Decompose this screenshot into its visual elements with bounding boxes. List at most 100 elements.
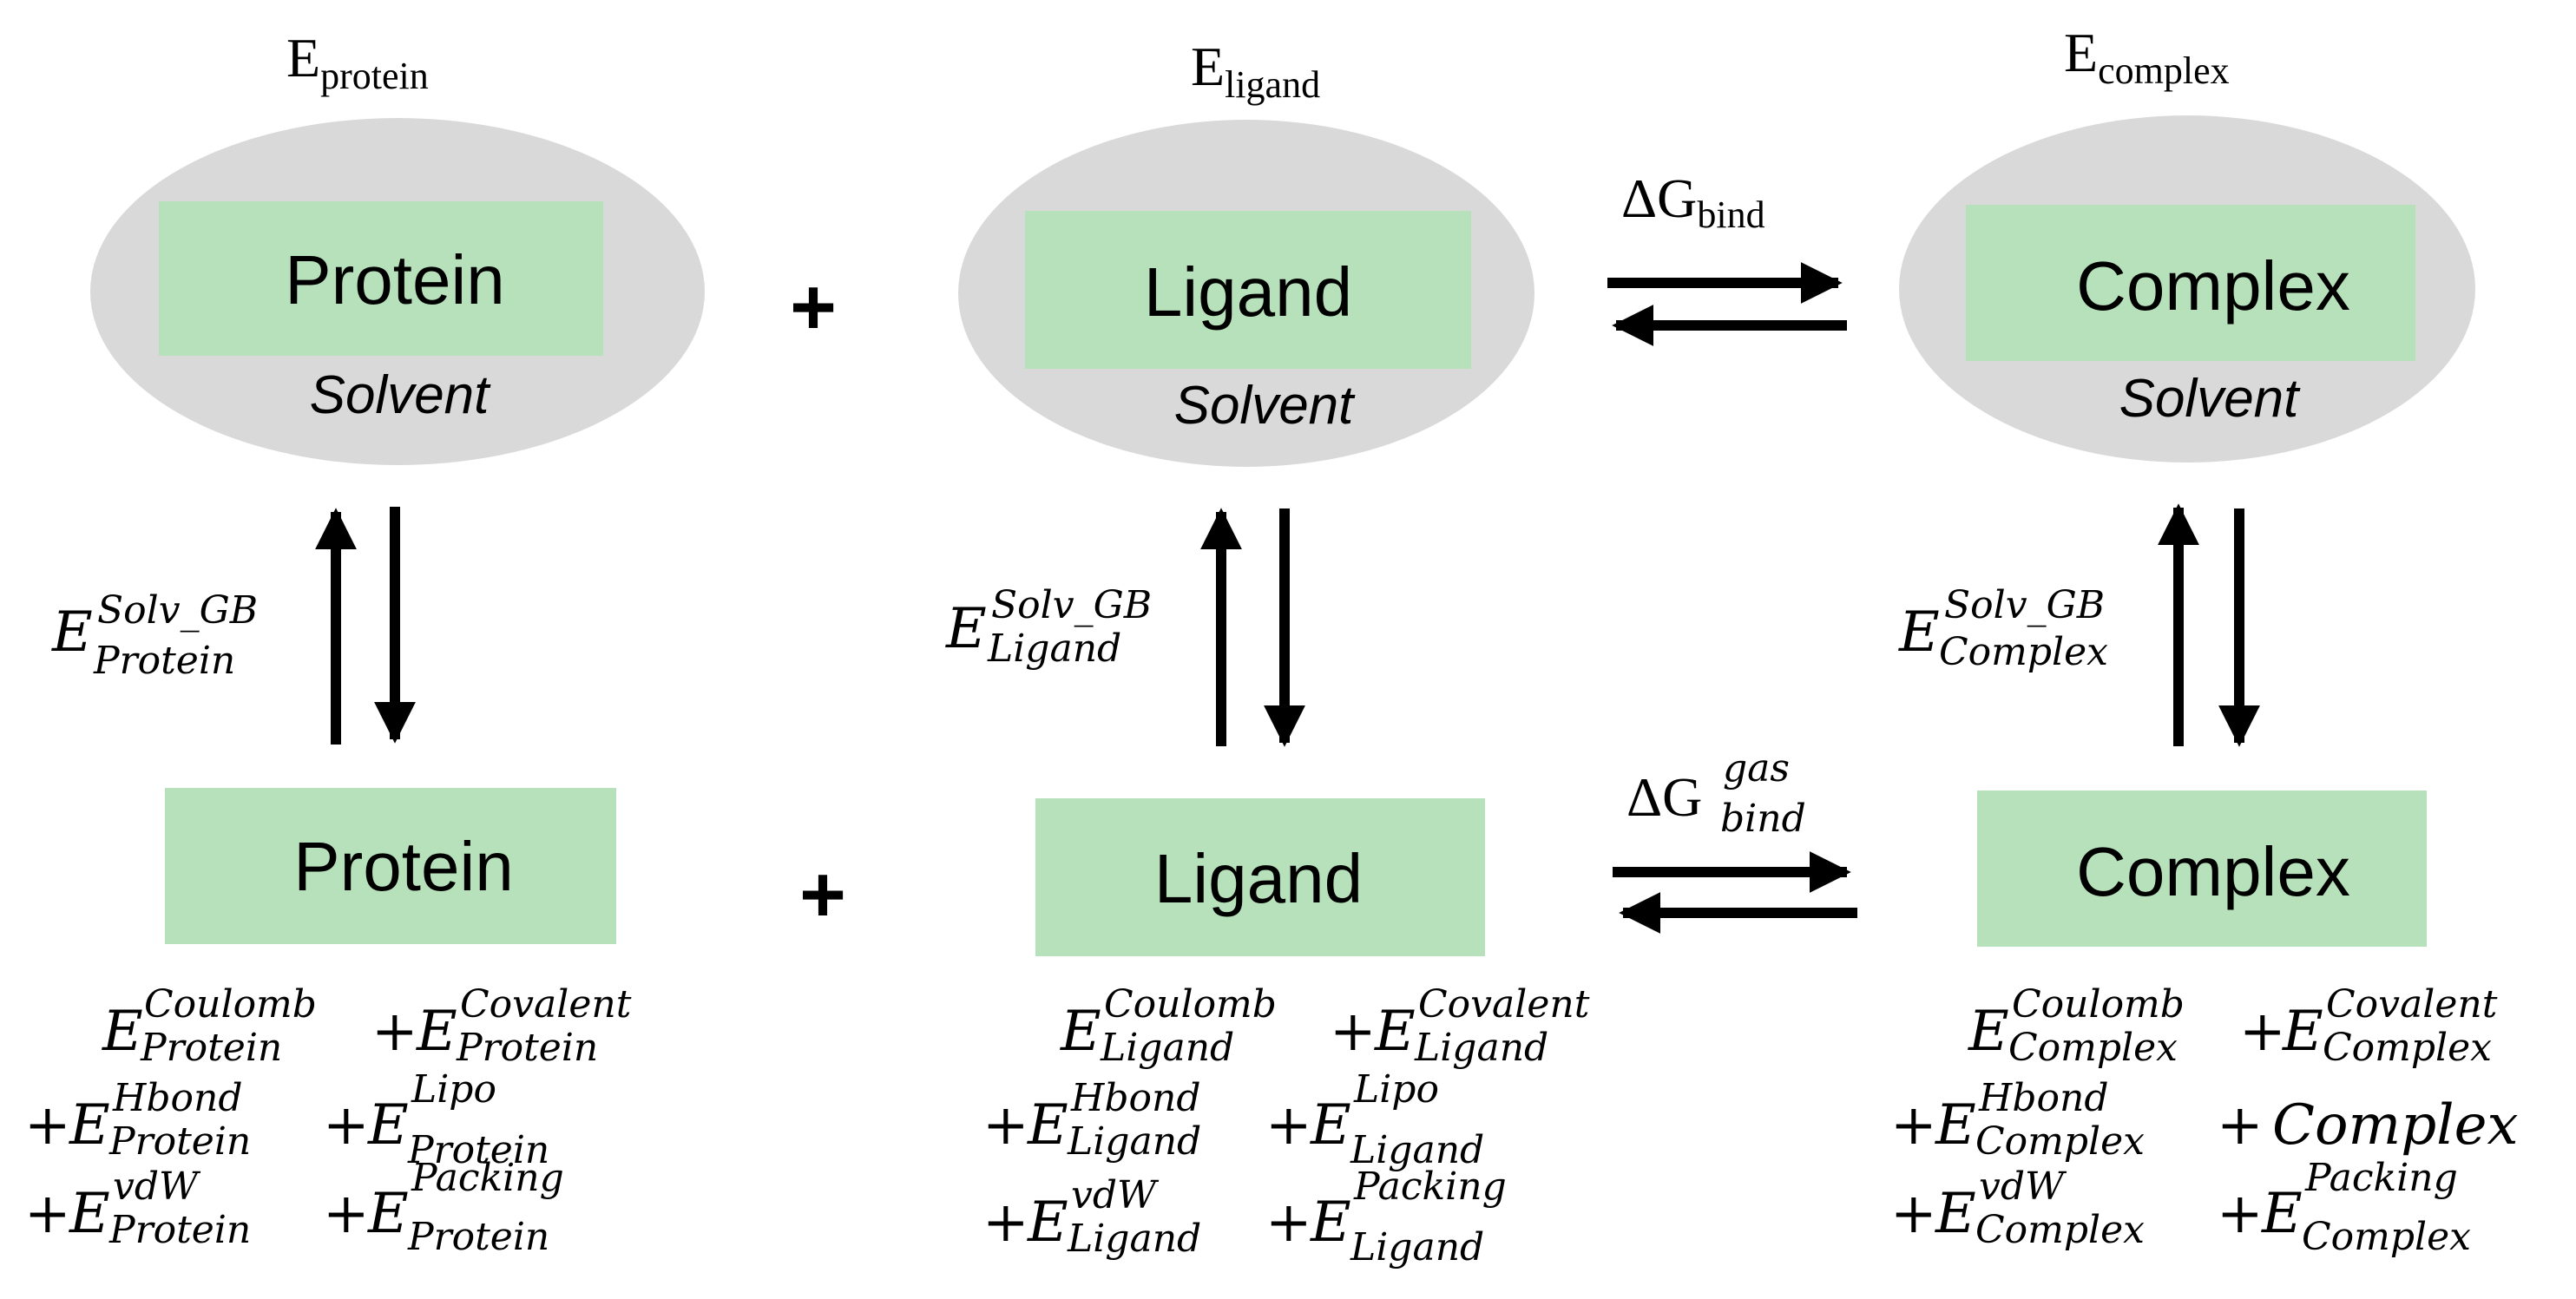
energy-terms-complex: E Coulomb Complex + E Covalent Complex +… [1890,982,2519,1259]
term-e: E [1310,1093,1351,1158]
solvated-complex-node: Complex Solvent [1899,115,2475,463]
term-e: E [69,1182,110,1246]
term-energy-head: E [286,27,320,89]
plus-gas: + [799,850,846,939]
term-vdw-sub: Complex [1975,1208,2145,1252]
gas-protein-box [165,788,616,944]
term-solv-sub: Protein [93,639,235,683]
term-packing-sup: Packing [411,1156,564,1200]
term-lipo-sub: Ligand [1350,1128,1484,1172]
term-e: E [367,1093,409,1158]
energy-header-complex: Ecomplex [2064,22,2230,92]
term-e: E [1898,600,1940,665]
term-coulomb-sub: Ligand [1100,1026,1234,1070]
term-e: E [416,1000,457,1064]
term-plus: + [982,1093,1029,1158]
solvent-label-protein: Solvent [310,365,492,425]
term-hbond-sub: Protein [108,1119,251,1164]
term-vdw-sup: vdW [1979,1165,2067,1209]
energy-header-protein: Eprotein [286,27,429,97]
term-plus: + [323,1182,370,1246]
term-solv-sup: Solv_GB [1944,583,2105,627]
term-lipo-text: Complex [2272,1093,2519,1158]
term-covalent-sup: Covalent [1418,982,1590,1027]
term-e: E [102,1000,143,1064]
term-e: E [367,1182,409,1246]
equilibrium-arrows-gas [1613,851,1857,934]
term-packing-sub: Complex [2302,1215,2471,1259]
energy-terms-ligand: E Coulomb Ligand + E Covalent Ligand + E… [982,982,1590,1269]
term-hbond-sup: Hbond [1070,1076,1201,1120]
term-hbond-sup: Hbond [112,1076,243,1120]
term-e: E [51,600,93,665]
term-e: E [1374,1000,1416,1064]
term-packing-sub: Protein [407,1215,549,1259]
term-energy-head: E [1191,36,1225,97]
term-plus: + [24,1093,71,1158]
term-e: E [945,597,987,661]
term-coulomb-sup: Coulomb [1104,982,1277,1027]
solvated-complex-box [1966,205,2415,361]
term-coulomb-sup: Coulomb [144,982,317,1027]
term-sub: bind [1697,194,1764,236]
term-coulomb-sub: Protein [140,1026,282,1070]
term-lipo-sup: Lipo [1353,1067,1439,1112]
solvation-arrows-ligand [1200,508,1305,747]
term-delta: ΔG [1621,167,1697,229]
term-plus: + [1265,1093,1312,1158]
solvated-ligand-node: Ligand Solvent [958,120,1534,467]
term-lipo-sub: Protein [407,1128,549,1172]
term-energy-head: E [2064,22,2098,83]
solvation-arrows-complex [2158,503,2260,747]
term-e: E [1310,1191,1351,1255]
solvated-protein-node: Protein Solvent [90,118,705,465]
term-e: E [1935,1093,1976,1158]
term-energy-sub: ligand [1225,63,1320,106]
term-plus: + [2217,1093,2264,1158]
term-e: E [1935,1182,1976,1246]
gas-ligand-box [1035,798,1485,956]
solvated-protein-label: Protein [285,241,504,318]
term-hbond-sub: Complex [1975,1119,2145,1164]
term-sub: bind [1720,797,1806,841]
term-sup: gas [1723,746,1790,791]
solvated-complex-label: Complex [2076,247,2350,325]
solvated-protein-box [159,201,603,356]
term-vdw-sub: Protein [108,1208,251,1252]
delta-g-bind-solvent: ΔGbind [1621,167,1765,236]
term-e: E [1027,1191,1068,1255]
term-energy-sub: complex [2098,49,2230,92]
solvation-energy-ligand: E Solv_GB Ligand [945,583,1152,671]
solvation-arrows-protein [315,507,416,745]
solvent-label-complex: Solvent [2119,369,2302,429]
term-solv-sub: Ligand [987,627,1121,671]
term-solv-sub: Complex [1939,630,2108,674]
term-plus: + [2217,1182,2264,1246]
delta-g-bind-gas: ΔG gas bind [1626,746,1806,841]
term-covalent-sup: Covalent [460,982,632,1027]
term-vdw-sup: vdW [1071,1173,1160,1217]
term-e: E [1060,1000,1101,1064]
solvated-ligand-box [1025,211,1471,369]
gas-complex-box [1977,791,2427,947]
term-e: E [2282,1000,2323,1064]
term-plus: + [1890,1182,1937,1246]
term-energy-sub: protein [320,55,429,97]
term-plus: + [24,1182,71,1246]
solvation-energy-protein: E Solv_GB Protein [51,588,258,683]
gas-ligand-label: Ligand [1154,840,1363,917]
term-coulomb-sub: Complex [2008,1026,2178,1070]
term-e: E [69,1093,110,1158]
term-vdw-sub: Ligand [1067,1217,1201,1261]
plus-solvated: + [790,263,837,351]
term-vdw-sup: vdW [113,1165,201,1209]
term-covalent-sub: Ligand [1414,1026,1548,1070]
term-plus: + [2239,1000,2286,1064]
gas-complex-label: Complex [2076,833,2350,910]
equilibrium-arrows-solvent [1607,262,1847,346]
term-packing-sup: Packing [1353,1165,1507,1209]
energy-header-ligand: Eligand [1191,36,1320,106]
term-packing-sub: Ligand [1350,1225,1484,1269]
term-e: E [2261,1182,2303,1246]
